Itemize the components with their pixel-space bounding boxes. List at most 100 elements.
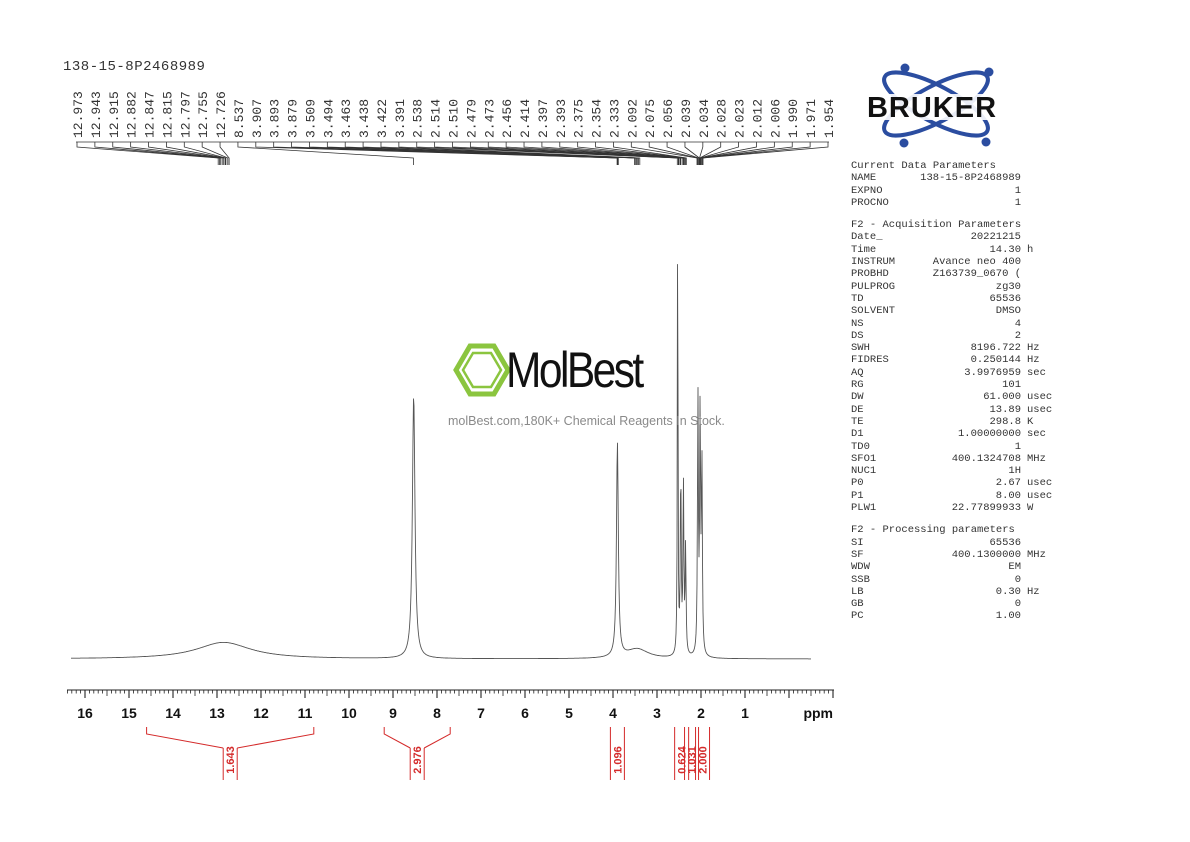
param-key: NS <box>851 317 864 330</box>
integral-bracket <box>695 727 711 780</box>
peak-label-text: 3.422 <box>375 99 390 138</box>
param-value: Avance neo 400 <box>932 256 1021 269</box>
param-key: DE <box>851 403 864 416</box>
param-unit: Hz <box>1027 585 1040 598</box>
param-value: 1.00000000 <box>957 428 1021 441</box>
integral: 2.000 <box>695 727 711 780</box>
param-value: 298.8 <box>989 415 1021 428</box>
peak-label: 1.990 <box>701 99 801 165</box>
peak-label-text: 2.092 <box>625 99 640 138</box>
peak-label: 3.391 <box>393 99 641 165</box>
param-value: 2 <box>1014 329 1021 342</box>
param-key: Time <box>851 243 877 256</box>
param-row: Date_20221215 <box>851 231 1066 243</box>
peak-label-leader <box>699 142 739 165</box>
peak-label-leader <box>94 142 220 165</box>
peak-label-text: 12.973 <box>71 91 86 138</box>
integral: 1.031 <box>684 727 700 780</box>
molbest-watermark: MolBest molBest.com,180K+ Chemical Reage… <box>448 340 748 432</box>
integral: 0.624 <box>674 727 690 780</box>
x-tick-label: 14 <box>165 705 181 721</box>
param-value: 1.00 <box>995 610 1021 623</box>
x-tick-label: 5 <box>565 705 573 721</box>
param-value: zg30 <box>995 280 1021 293</box>
x-tick-label: 10 <box>341 705 357 721</box>
integral: 1.643 <box>146 727 315 780</box>
x-tick-label: 15 <box>121 705 137 721</box>
param-key: FIDRES <box>851 354 889 367</box>
param-value: 65536 <box>989 292 1021 305</box>
param-key: PROCNO <box>851 196 889 209</box>
x-tick-label: 4 <box>609 705 617 721</box>
param-value: 400.1300000 <box>951 548 1021 561</box>
peak-label-text: 3.391 <box>393 99 408 138</box>
param-key: LB <box>851 585 864 598</box>
peak-label: 3.422 <box>375 99 639 165</box>
param-key: PROBHD <box>851 268 889 281</box>
param-value: 1H <box>1008 465 1021 478</box>
peak-label: 2.075 <box>643 99 699 165</box>
x-tick-label: 12 <box>253 705 269 721</box>
peak-label: 12.882 <box>125 91 223 165</box>
peak-label-text: 3.509 <box>303 99 318 138</box>
x-tick-label: 16 <box>77 705 93 721</box>
peak-label-leader <box>577 142 685 165</box>
peak-label: 12.943 <box>89 91 220 165</box>
param-value: 61.000 <box>983 391 1021 404</box>
peak-label-text: 12.797 <box>178 91 193 138</box>
param-key: D1 <box>851 428 864 441</box>
param-value: 1 <box>1014 196 1021 209</box>
peak-label-leader <box>559 142 685 165</box>
param-unit: usec <box>1027 477 1053 490</box>
param-key: SFO1 <box>851 452 877 465</box>
param-key: Date_ <box>851 231 883 244</box>
param-key: AQ <box>851 366 864 379</box>
peak-label-text: 2.354 <box>590 99 605 138</box>
peak-label-text: 2.538 <box>411 99 426 138</box>
param-value: 13.89 <box>989 403 1021 416</box>
peak-label-leader <box>219 142 230 165</box>
param-value: 3.9976959 <box>964 366 1021 379</box>
integral-bracket <box>684 727 700 780</box>
peak-label-text: 2.006 <box>768 99 783 138</box>
peak-label: 12.915 <box>107 91 222 165</box>
x-tick-label: 7 <box>477 705 485 721</box>
param-key: SOLVENT <box>851 305 896 318</box>
integral-value: 2.000 <box>698 746 710 774</box>
peak-label-text: 2.075 <box>643 99 658 138</box>
peak-label-text: 3.879 <box>286 99 301 138</box>
peak-label-leader <box>237 142 414 165</box>
peak-label: 2.056 <box>661 99 699 165</box>
peak-label-text: 2.034 <box>697 99 712 138</box>
peak-label-text: 2.039 <box>679 99 694 138</box>
param-unit: W <box>1027 502 1034 515</box>
peak-label-leader <box>595 142 686 165</box>
peak-label-leader <box>76 142 219 165</box>
peak-label-text: 3.907 <box>250 99 265 138</box>
x-tick-label: 8 <box>433 705 441 721</box>
param-value: 400.1324708 <box>951 452 1021 465</box>
peak-label-text: 1.990 <box>786 99 801 138</box>
peak-label-text: 8.537 <box>232 99 247 138</box>
param-value: 0 <box>1014 598 1021 611</box>
peak-label: 12.726 <box>214 91 230 165</box>
peak-label-leader <box>702 142 829 165</box>
peak-label: 12.847 <box>143 91 225 165</box>
param-unit: usec <box>1027 489 1053 502</box>
peak-label: 2.414 <box>518 99 684 165</box>
